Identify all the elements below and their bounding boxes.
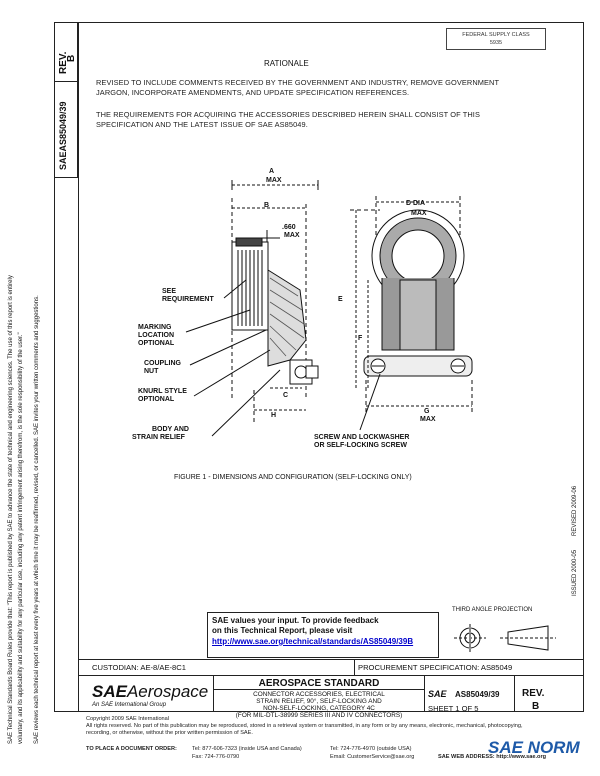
label-optional-1: OPTIONAL (138, 340, 175, 347)
standard-title: AEROSPACE STANDARD (258, 678, 380, 689)
tb-div-1 (213, 675, 214, 712)
label-nut: NUT (144, 368, 159, 375)
label-location: LOCATION (138, 332, 175, 339)
dim-b: B (264, 202, 270, 209)
dim-660-max: MAX (284, 232, 300, 239)
custodian: CUSTODIAN: AE-8/AE-8C1 (92, 663, 186, 672)
feedback-link[interactable]: http://www.sae.org/technical/standards/A… (212, 637, 414, 646)
sae-mark-vertical: SAE (58, 151, 68, 170)
dim-d-dia: D DIA (406, 200, 426, 207)
rationale-text-1: REVISED TO INCLUDE COMMENTS RECEIVED BY … (96, 78, 500, 87)
label-strain-relief: STRAIN RELIEF (132, 434, 185, 441)
footer-tel-2: Tel: 724-776-4970 (outside USA) (330, 746, 412, 752)
sae-norm-watermark: SAE NORM (488, 738, 580, 757)
sae-logo-aerospace: Aerospace (126, 682, 209, 701)
dim-660: .660 (282, 224, 296, 231)
feedback-line-2: on this Technical Report, please visit (212, 626, 353, 635)
tb-top-line (78, 659, 584, 660)
tb-div-2 (424, 675, 425, 712)
dim-d-max: MAX (411, 210, 427, 217)
feedback-line-1: SAE values your input. To provide feedba… (212, 616, 379, 625)
drawing-frame (54, 22, 584, 712)
tb-doc-number: AS85049/39 (455, 690, 500, 699)
tb-sheet: SHEET 1 OF 5 (428, 704, 479, 713)
sae-logo: SAEAerospace (92, 682, 208, 702)
tb-sae-mark: SAE (428, 689, 447, 699)
dim-h: H (271, 412, 277, 419)
tb-div-3 (514, 675, 515, 712)
label-optional-2: OPTIONAL (138, 396, 175, 403)
label-knurl: KNURL STYLE (138, 388, 187, 395)
label-self-locking: OR SELF-LOCKING SCREW (314, 442, 407, 449)
third-angle-symbol (454, 624, 556, 652)
third-angle-label: THIRD ANGLE PROJECTION (452, 607, 533, 613)
tb-div-top (354, 659, 355, 675)
dim-g: G (424, 408, 430, 415)
revised-date: REVISED 2009-06 (572, 485, 578, 536)
label-see: SEE (162, 288, 177, 295)
footer-copyright: Copyright 2009 SAE International (86, 716, 170, 722)
footer-web[interactable]: SAE WEB ADDRESS: http://www.sae.org (438, 754, 547, 760)
doc-number-vertical: SAEAS85049/39 (58, 101, 68, 170)
dim-f: F (358, 335, 363, 342)
tb-line-2 (78, 675, 584, 676)
label-marking: MARKING (138, 324, 172, 331)
feedback-box: SAE values your input. To provide feedba… (207, 612, 439, 658)
doc-number-vertical-text: AS85049/39 (58, 101, 68, 152)
desc-line-3: NON-SELF-LOCKING, CATEGORY 4C (263, 705, 375, 712)
procurement-spec: PROCUREMENT SPECIFICATION: AS85049 (358, 663, 513, 672)
footer-tel-1: Tel: 877-606-7323 (inside USA and Canada… (192, 746, 302, 752)
dim-g-max: MAX (420, 416, 436, 423)
label-requirement: REQUIREMENT (162, 296, 214, 303)
requirements-text-2: SPECIFICATION AND THE LATEST ISSUE OF SA… (96, 120, 308, 129)
doc-number-box-vertical (54, 82, 78, 178)
sae-logo-sub: An SAE International Group (92, 702, 167, 708)
sae-logo-mark: SAE (92, 682, 127, 701)
dim-a-max: MAX (266, 177, 282, 184)
connector-drawing (185, 180, 473, 437)
footer-rights-1: All rights reserved. No part of this pub… (86, 723, 523, 730)
left-notice-3: SAE reviews each technical report at lea… (34, 295, 40, 744)
label-coupling: COUPLING (144, 360, 181, 367)
standard-description: CONNECTOR ACCESSORIES, ELECTRICAL STRAIN… (214, 691, 424, 719)
label-screw: SCREW AND LOCKWASHER (314, 434, 410, 441)
footer: Copyright 2009 SAE International All rig… (86, 716, 586, 738)
footer-fax: Fax: 724-776-0790 (192, 754, 240, 760)
dim-a: A (269, 168, 275, 175)
footer-rights-2: recording, or otherwise, without the pri… (86, 730, 253, 737)
tb-title-line (213, 689, 424, 690)
footer-email: Email: CustomerService@sae.org (330, 754, 415, 760)
fsc-line-1: FEDERAL SUPPLY CLASS (462, 32, 530, 38)
requirements-text-1: THE REQUIREMENTS FOR ACQUIRING THE ACCES… (96, 110, 480, 119)
rev-value-top: B (66, 54, 77, 62)
label-body: BODY AND (152, 426, 189, 433)
dim-c: C (283, 392, 289, 399)
desc-line-4: (FOR MIL-DTL-38999 SERIES III AND IV CON… (235, 712, 403, 719)
desc-line-2: STRAIN RELIEF, 90°, SELF-LOCKING AND (256, 698, 382, 705)
rationale-text-2: JARGON, INCORPORATE AMENDMENTS, AND UPDA… (96, 88, 410, 97)
left-notice-2: voluntary, and its applicability and sui… (18, 332, 24, 744)
tb-rev-value: B (532, 701, 540, 712)
rev-box-top (54, 22, 78, 82)
left-divider (78, 22, 79, 712)
figure-caption: FIGURE 1 - DIMENSIONS AND CONFIGURATION … (174, 474, 412, 481)
footer-order-label: TO PLACE A DOCUMENT ORDER: (86, 746, 177, 752)
desc-line-1: CONNECTOR ACCESSORIES, ELECTRICAL (253, 691, 385, 698)
left-notice-1: SAE Technical Standards Board Rules prov… (8, 275, 14, 744)
rationale-title: RATIONALE (264, 59, 309, 68)
fsc-stamp: FEDERAL SUPPLY CLASS 5935 (446, 28, 546, 50)
dim-e: E (338, 296, 343, 303)
tb-rev-label: REV. (522, 688, 545, 699)
issued-date: ISSUED 2000-05 (572, 549, 578, 596)
fsc-line-2: 5935 (489, 40, 503, 46)
